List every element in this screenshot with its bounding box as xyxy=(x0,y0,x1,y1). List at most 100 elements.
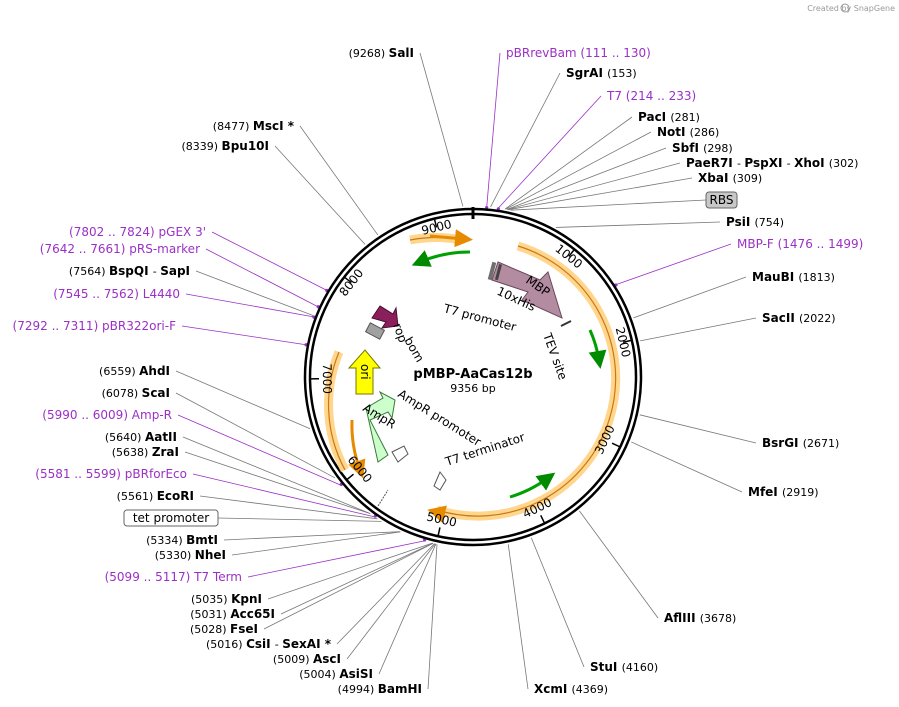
site-leader-25 xyxy=(184,451,371,515)
site-label-24: (5561) EcoRI xyxy=(117,489,194,503)
primer-leader-2 xyxy=(616,243,732,285)
site-leader-12 xyxy=(579,510,659,619)
tick-mark-6000 xyxy=(346,473,355,481)
ampr-promoter-feature xyxy=(391,445,409,463)
site-leader-10 xyxy=(639,414,757,444)
tick-label-5000: 5000 xyxy=(425,509,458,529)
boxed-feature-label-1: tet promoter xyxy=(133,511,209,525)
site-label-16: (5004) AsiSI xyxy=(299,667,373,681)
tick-mark-1000 xyxy=(568,248,576,257)
site-label-12: AflIII (3678) xyxy=(664,611,736,625)
site-label-26: (5640) AatII xyxy=(105,430,177,444)
site-leader-4 xyxy=(506,147,667,210)
site-label-5: PaeR7I - PspXI - XhoI (302) xyxy=(686,156,858,170)
site-label-25: (5638) ZraI xyxy=(112,445,179,459)
snapgene-watermark: Created by SnapGene xyxy=(807,3,895,13)
primer-label-4: (7642 .. 7661) pRS-marker xyxy=(40,242,200,256)
primer-label-6: (7292 .. 7311) pBR322ori-F xyxy=(13,319,177,333)
site-label-8: MauBI (1813) xyxy=(752,270,835,284)
site-leader-23 xyxy=(223,531,401,541)
site-label-20: (5031) Acc65I xyxy=(190,607,275,621)
boxed-feature-label-0: RBS xyxy=(710,193,734,207)
primer-label-1: T7 (214 .. 233) xyxy=(606,89,696,103)
ori-feature xyxy=(347,349,382,395)
site-leader-19 xyxy=(263,542,434,630)
primer-leader-9 xyxy=(247,540,425,578)
site-label-19: (5028) FseI xyxy=(190,622,258,636)
ampr-promoter-label: AmpR promoter xyxy=(395,387,483,449)
site-label-28: (6559) AhdI xyxy=(99,364,170,378)
primer-leader-4 xyxy=(205,248,318,307)
tev-site-feature xyxy=(560,320,572,327)
primer-label-8: (5581 .. 5599) pBRforEco xyxy=(35,467,187,481)
direction-arrows xyxy=(348,229,607,523)
tick-mark-5000 xyxy=(437,527,441,537)
site-leader-11 xyxy=(631,441,743,493)
label-leader-lines xyxy=(175,52,757,690)
primer-leader-5 xyxy=(185,293,314,318)
ampr-feature xyxy=(365,390,396,463)
tick-mark-3000 xyxy=(611,442,621,448)
site-leader-5 xyxy=(507,162,681,210)
feature-arrows xyxy=(347,261,572,507)
plasmid-size: 9356 bp xyxy=(450,382,495,395)
site-leader-27 xyxy=(175,392,336,479)
site-label-13: StuI (4160) xyxy=(590,660,658,674)
site-label-7: PsiI (754) xyxy=(726,215,784,229)
site-leader-26 xyxy=(182,436,371,514)
primer-label-5: (7545 .. 7562) L4440 xyxy=(53,287,180,301)
site-label-4: SbfI (298) xyxy=(672,141,733,155)
site-leader-17 xyxy=(346,543,436,660)
site-leader-1 xyxy=(490,72,561,208)
site-leader-8 xyxy=(633,276,747,319)
site-label-23: (5334) BmtI xyxy=(146,533,218,547)
primer-leader-8 xyxy=(192,473,375,518)
site-leader-14 xyxy=(507,544,529,690)
tev-site-label: TEV site xyxy=(540,330,570,381)
site-leader-31 xyxy=(299,125,379,236)
site-label-3: NotI (286) xyxy=(657,125,719,139)
boxed-feature-0 xyxy=(705,191,738,209)
tet-promoter-feature xyxy=(377,489,389,507)
primer-leader-0 xyxy=(486,52,501,207)
site-leader-21 xyxy=(267,542,433,600)
site-label-0: (9268) SalI xyxy=(349,46,414,60)
site-leader-29 xyxy=(195,270,314,316)
boxed-leader-0 xyxy=(510,199,707,211)
primer-leader-1 xyxy=(498,95,602,209)
site-label-14: XcmI (4369) xyxy=(534,682,608,696)
tick-label-3000: 3000 xyxy=(592,423,618,457)
mbp-feature xyxy=(491,261,563,319)
site-labels: (9268) SalI SgrAI (153) PacI (281)NotI (28… xyxy=(13,46,864,696)
tick-label-6000: 6000 xyxy=(345,453,375,486)
site-label-29: (7564) BspQI - SapI xyxy=(69,264,190,278)
tick-label-2000: 2000 xyxy=(613,326,634,359)
site-label-10: BsrGI (2671) xyxy=(762,436,839,450)
tick-mark-2000 xyxy=(622,339,632,343)
site-label-15: (4994) BamHI xyxy=(338,682,422,696)
tick-mark-9000 xyxy=(433,218,438,228)
tick-label-7000: 7000 xyxy=(320,363,334,394)
rop-label: rop xyxy=(390,321,410,344)
site-leader-3 xyxy=(505,131,652,210)
ori-label: ori xyxy=(358,364,372,380)
boxed-feature-1 xyxy=(123,509,219,527)
site-leader-28 xyxy=(175,370,311,430)
his-tag-feature xyxy=(487,261,497,281)
rop-feature xyxy=(371,305,399,329)
site-label-2: PacI (281) xyxy=(638,110,700,124)
plasmid-name: pMBP-AaCas12b xyxy=(413,367,532,382)
t7-terminator-feature xyxy=(433,471,447,491)
primer-leader-7 xyxy=(177,414,341,486)
primer-label-9: (5099 .. 5117) T7 Term xyxy=(105,570,242,584)
his-tag-feature-2 xyxy=(494,264,503,281)
bom-feature xyxy=(364,322,386,340)
site-leader-0 xyxy=(419,52,464,207)
site-leader-15 xyxy=(427,544,438,690)
site-label-18: (5016) CsiI - SexAI * xyxy=(206,637,332,651)
site-leader-2 xyxy=(504,116,633,210)
site-label-1: SgrAI (153) xyxy=(566,66,637,80)
primer-leader-6 xyxy=(181,325,306,345)
primer-label-3: (7802 .. 7824) pGEX 3' xyxy=(69,225,206,239)
